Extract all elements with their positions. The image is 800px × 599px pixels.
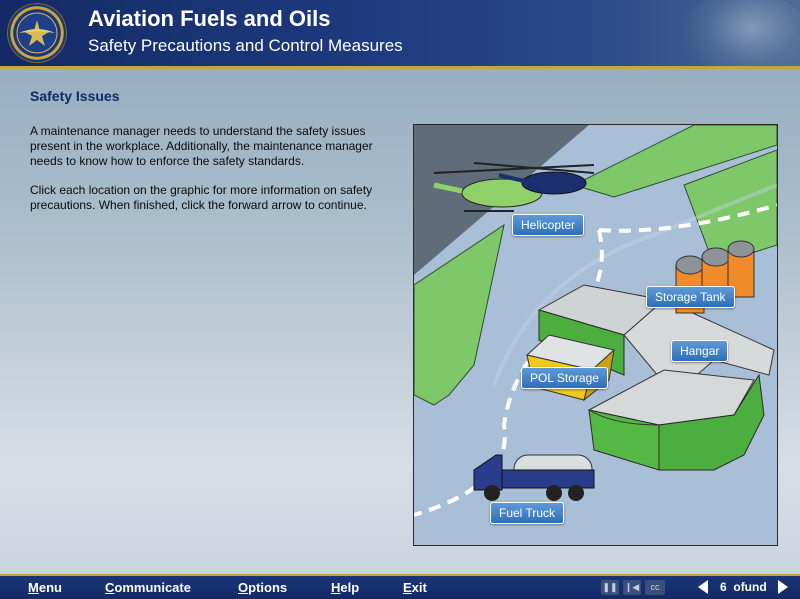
pause-icon[interactable]: ❚❚ — [601, 580, 619, 595]
communicate-button[interactable]: Communicate — [105, 580, 191, 595]
help-label: elp — [340, 580, 360, 595]
eagle-watermark — [680, 0, 800, 66]
menu-label: enu — [38, 580, 62, 595]
help-hotkey: H — [331, 580, 341, 595]
communicate-hotkey: C — [105, 580, 115, 595]
helicopter-hotspot[interactable]: Helicopter — [512, 214, 585, 236]
exit-button[interactable]: Exit — [403, 580, 427, 595]
page-number: 6 — [720, 580, 727, 594]
forward-arrow-icon[interactable] — [778, 580, 788, 594]
instruction-paragraph: Click each location on the graphic for m… — [30, 183, 373, 212]
options-hotkey: O — [238, 580, 249, 595]
pol-storage-hotspot[interactable]: POL Storage — [521, 367, 608, 389]
footer-bar: Menu Communicate Options Help Exit ❚❚ ❙◀… — [0, 574, 800, 599]
header-divider — [0, 66, 800, 69]
options-label: ptions — [248, 580, 288, 595]
course-title: Aviation Fuels and Oils — [88, 6, 331, 31]
menu-hotkey: M — [28, 580, 39, 595]
exit-hotkey: E — [403, 580, 412, 595]
storage-tank-hotspot[interactable]: Storage Tank — [646, 286, 735, 308]
fuel-truck-hotspot[interactable]: Fuel Truck — [490, 502, 565, 524]
options-button[interactable]: Options — [238, 580, 287, 595]
communicate-label: ommunicate — [114, 580, 191, 595]
page-total: ofund — [733, 580, 767, 594]
page-indicator: 6 ofund — [720, 580, 767, 594]
rewind-icon[interactable]: ❙◀ — [623, 580, 641, 595]
fuel-truck-drawing — [473, 454, 595, 501]
lesson-subtitle: Safety Precautions and Control Measures — [88, 36, 403, 55]
hangar-hotspot[interactable]: Hangar — [671, 340, 729, 362]
helicopter-drawing — [433, 162, 595, 212]
back-arrow-icon[interactable] — [698, 580, 708, 594]
intro-paragraph: A maintenance manager needs to understan… — [30, 124, 373, 168]
seal-emblem-icon — [7, 3, 67, 63]
help-button[interactable]: Help — [331, 580, 359, 595]
cc-icon[interactable]: cc — [645, 580, 665, 595]
airfield-graphic: Helicopter Storage Tank Hangar POL Stora… — [413, 124, 778, 546]
section-title: Safety Issues — [30, 88, 120, 104]
menu-button[interactable]: Menu — [28, 580, 62, 595]
exit-label: xit — [411, 580, 427, 595]
header-bar: Aviation Fuels and Oils Safety Precautio… — [0, 0, 800, 66]
